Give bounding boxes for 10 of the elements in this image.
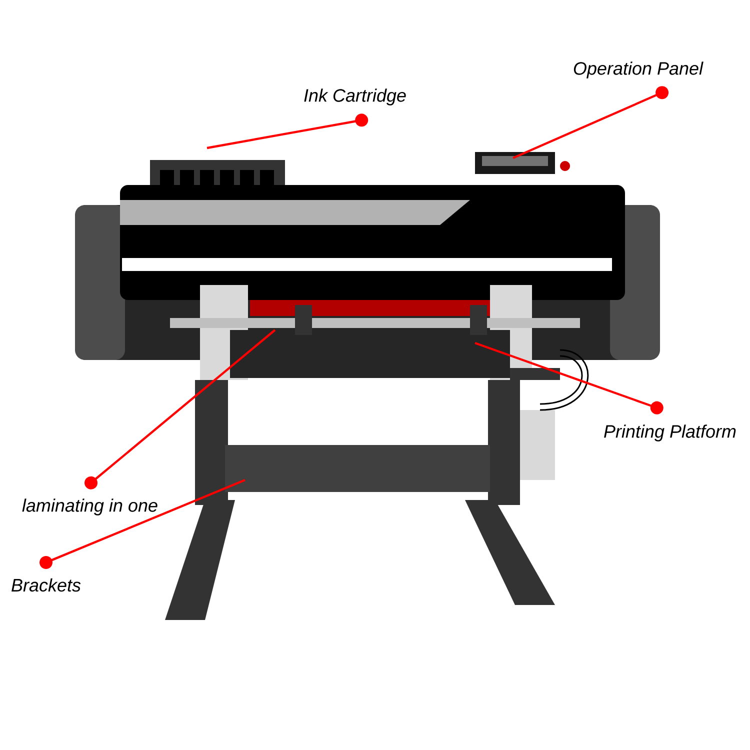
leader-line	[40, 478, 246, 570]
part-label: Operation Panel	[574, 62, 704, 78]
part-label: Brackets	[12, 578, 81, 592]
leader-line	[512, 86, 669, 160]
leader-line	[206, 114, 368, 150]
part-label: Ink Cartridge	[304, 88, 406, 106]
leader-line	[474, 342, 664, 414]
part-label: Printing Platform	[604, 424, 736, 442]
leader-line	[84, 329, 276, 490]
part-label: laminating in one	[22, 498, 158, 516]
